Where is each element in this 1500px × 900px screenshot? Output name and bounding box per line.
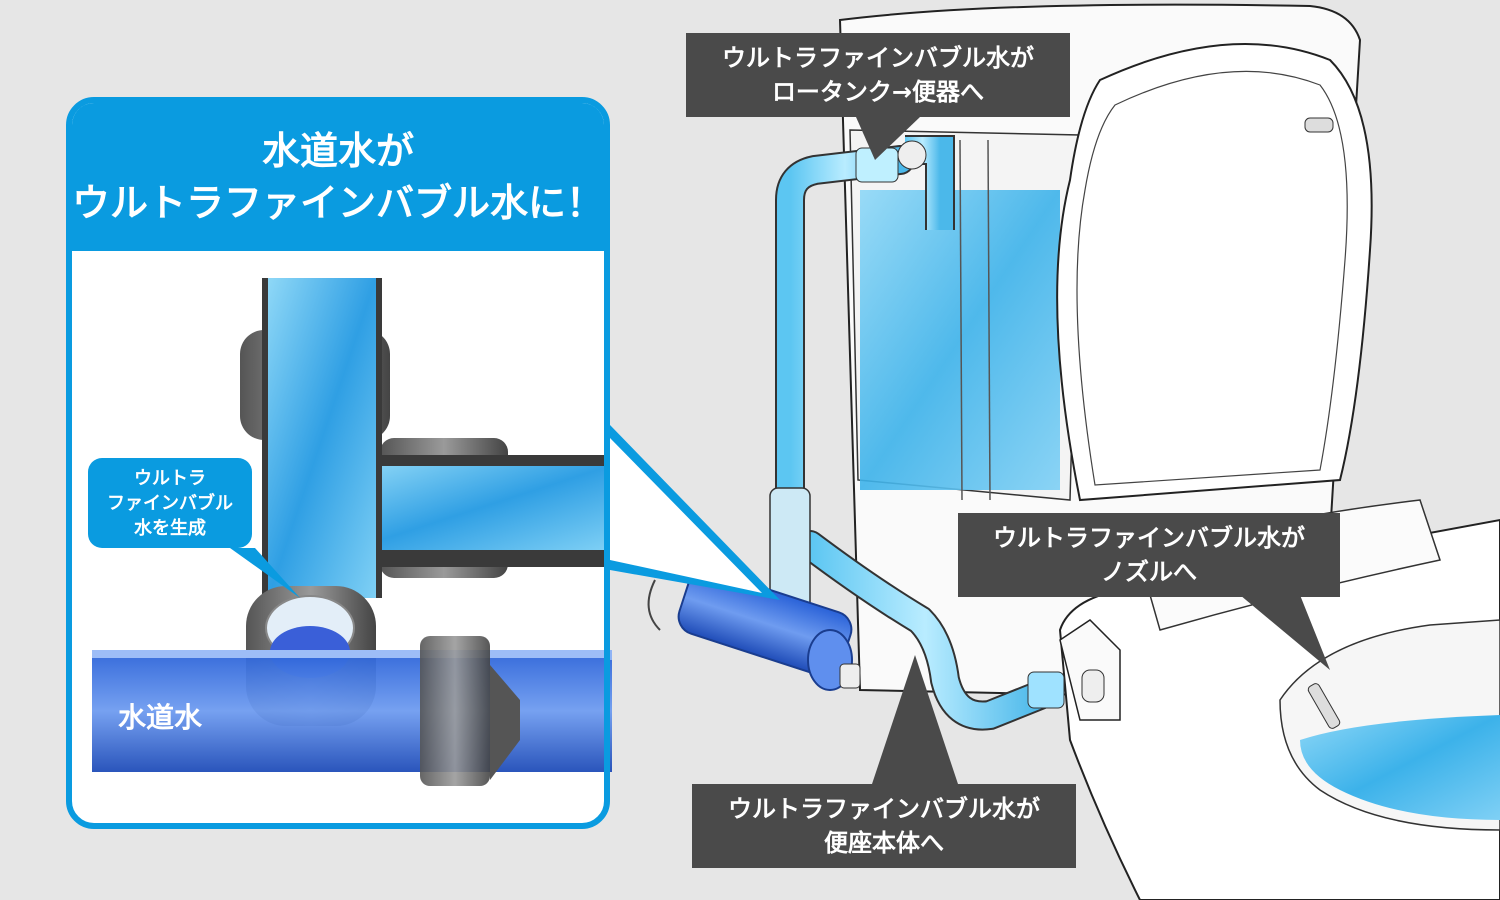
generate-callout: ウルトラ ファインバブル 水を生成 [88,458,252,548]
generate-callout-line3: 水を生成 [134,518,206,539]
panel-title-line2: ウルトラファインバブル水に！ [72,181,605,225]
bubble-water-pipes [769,135,1065,731]
nozzle-label-line1: ウルトラファインバブル水が [993,524,1305,552]
tap-water-label: 水道水 [118,701,203,734]
bowl-water [1300,715,1500,820]
panel-title: 水道水が ウルトラファインバブル水に！ [72,103,604,251]
seat-label-line2: 便座本体へ [824,829,944,857]
seat-label-pointer [870,655,960,790]
tank-label: ウルトラファインバブル水が ロータンク→便器へ [686,33,1070,117]
seat-label-line1: ウルトラファインバブル水が [728,795,1040,823]
panel-title-line1: 水道水が [261,129,414,173]
generate-callout-line2: ファインバブル [107,493,233,514]
nozzle [1307,683,1341,729]
seat-label: ウルトラファインバブル水が 便座本体へ [692,784,1076,868]
toilet-lid [1056,43,1373,502]
tank-label-pointer [856,117,920,160]
nozzle-label-pointer [1240,595,1330,670]
nozzle-label-line2: ノズルへ [1101,558,1197,586]
tank-label-line2: ロータンク→便器へ [771,78,985,106]
tank-label-line1: ウルトラファインバブル水が [722,44,1034,72]
nozzle-label: ウルトラファインバブル水が ノズルへ [958,513,1340,597]
bubble-generator [647,569,861,691]
generate-callout-line1: ウルトラ [134,468,206,489]
